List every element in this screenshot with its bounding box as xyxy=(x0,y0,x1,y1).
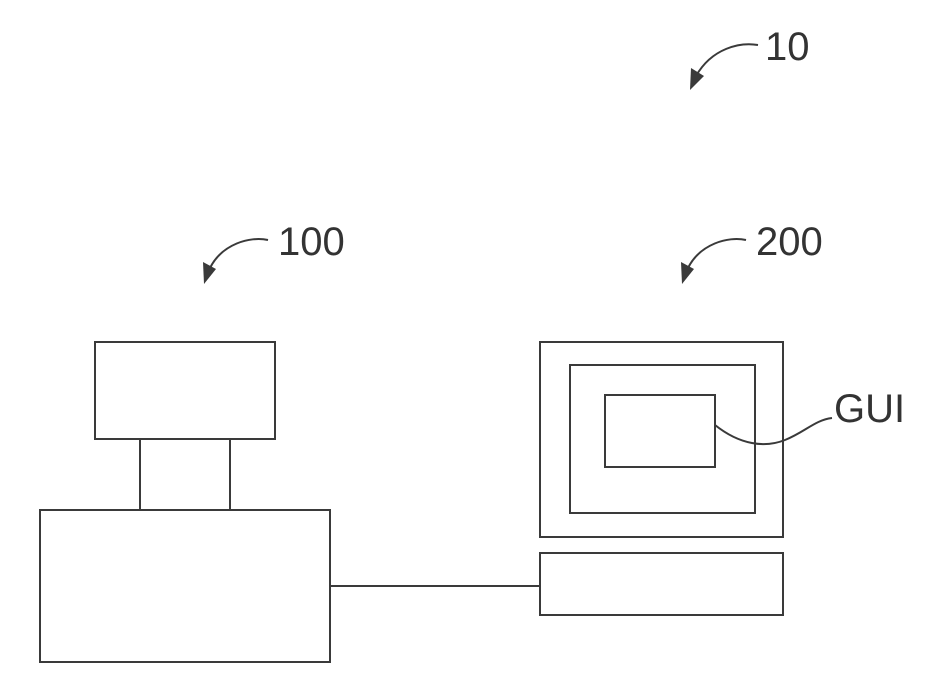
label-left-device: 100 xyxy=(278,220,345,264)
reference-left-device: 100 xyxy=(203,220,345,284)
label-right-device: 200 xyxy=(756,220,823,264)
arrowhead-left-device xyxy=(203,262,216,284)
keyboard xyxy=(540,553,783,615)
gui-window xyxy=(605,395,715,467)
leader-arrow-system xyxy=(696,44,758,76)
label-gui: GUI xyxy=(834,387,905,431)
monitor-frame xyxy=(540,342,783,537)
reference-system: 10 xyxy=(690,25,810,90)
leader-arrow-left-device xyxy=(210,239,268,268)
left-device-upper-unit xyxy=(95,342,275,439)
label-system: 10 xyxy=(765,25,810,69)
leader-arrow-right-device xyxy=(688,239,746,268)
left-device-base-unit xyxy=(40,510,330,662)
reference-right-device: 200 xyxy=(681,220,823,284)
arrowhead-system xyxy=(690,68,704,90)
leader-line-gui xyxy=(715,418,832,444)
right-device xyxy=(540,342,783,615)
monitor-screen xyxy=(570,365,755,513)
arrowhead-right-device xyxy=(681,262,694,284)
left-device xyxy=(40,342,330,662)
reference-gui: GUI xyxy=(715,387,905,444)
